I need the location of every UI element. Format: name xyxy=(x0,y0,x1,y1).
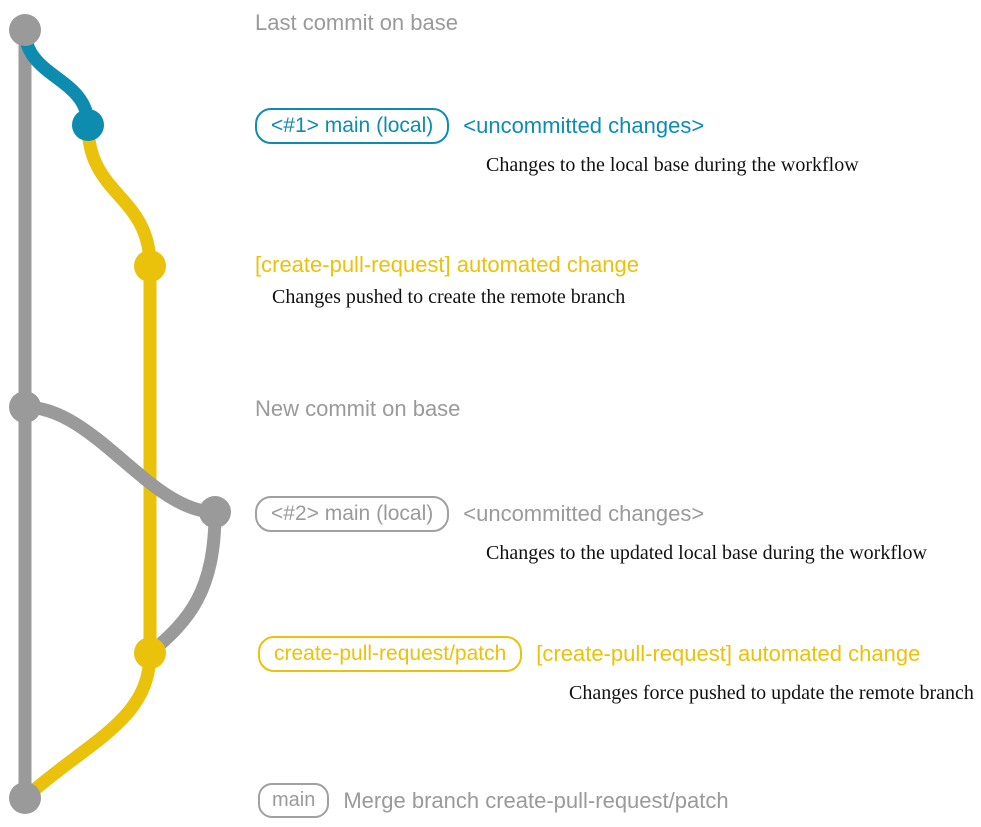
branch-badge-main-local-2[interactable]: <#2> main (local) xyxy=(255,496,450,532)
commit-description: Changes to the updated local base during… xyxy=(486,542,927,564)
commit-node-base-head[interactable] xyxy=(9,14,41,46)
commit-node-patch-commit-2[interactable] xyxy=(134,637,166,669)
edge-patch-2-to-merge xyxy=(18,646,157,805)
commit-node-local-wip-2[interactable] xyxy=(199,496,231,528)
commit-description: Changes to the local base during the wor… xyxy=(486,154,859,176)
row-local-uncommitted-1: <#1> main (local) <uncommitted changes> C… xyxy=(255,108,859,175)
branch-badge-create-pull-request-patch[interactable]: create-pull-request/patch xyxy=(258,636,523,672)
commit-node-base-new[interactable] xyxy=(9,391,41,423)
row-automated-change-1: [create-pull-request] automated change C… xyxy=(255,254,639,308)
branch-badge-main-local-1[interactable]: <#1> main (local) xyxy=(255,108,450,144)
row-local-uncommitted-2: <#2> main (local) <uncommitted changes> C… xyxy=(255,496,927,563)
edge-base-new-to-local-2 xyxy=(18,400,222,519)
commit-subject: <uncommitted changes> xyxy=(463,113,705,138)
row-headline: create-pull-request/patch [create-pull-re… xyxy=(258,636,974,672)
commit-subject: [create-pull-request] automated change xyxy=(536,641,921,666)
row-headline: main Merge branch create-pull-request/pat… xyxy=(258,783,729,818)
commit-node-local-wip-1[interactable] xyxy=(72,109,104,141)
commit-description: Changes pushed to create the remote bran… xyxy=(272,286,626,308)
note-text: New commit on base xyxy=(255,396,461,421)
row-headline: [create-pull-request] automated change xyxy=(255,254,639,276)
note-text: Last commit on base xyxy=(255,10,458,35)
commit-subject: [create-pull-request] automated change xyxy=(255,252,640,277)
commit-node-merge[interactable] xyxy=(9,782,41,814)
row-headline: <#1> main (local) <uncommitted changes> xyxy=(255,108,859,144)
commit-description: Changes force pushed to update the remot… xyxy=(569,682,974,704)
edge-local-1-to-patch-1 xyxy=(81,118,157,273)
branch-badge-main[interactable]: main xyxy=(258,783,330,818)
row-automated-change-2: create-pull-request/patch [create-pull-re… xyxy=(258,636,974,703)
commit-subject: <uncommitted changes> xyxy=(463,501,705,526)
commit-nodes xyxy=(9,14,231,814)
row-last-commit-on-base: Last commit on base xyxy=(255,12,458,34)
commit-node-patch-commit-1[interactable] xyxy=(134,250,166,282)
edge-local-2-to-patch-2 xyxy=(143,505,222,660)
row-headline: <#2> main (local) <uncommitted changes> xyxy=(255,496,927,532)
row-merge-commit: main Merge branch create-pull-request/pat… xyxy=(258,783,729,818)
row-new-commit-on-base: New commit on base xyxy=(255,398,460,420)
commit-subject: Merge branch create-pull-request/patch xyxy=(343,787,729,813)
